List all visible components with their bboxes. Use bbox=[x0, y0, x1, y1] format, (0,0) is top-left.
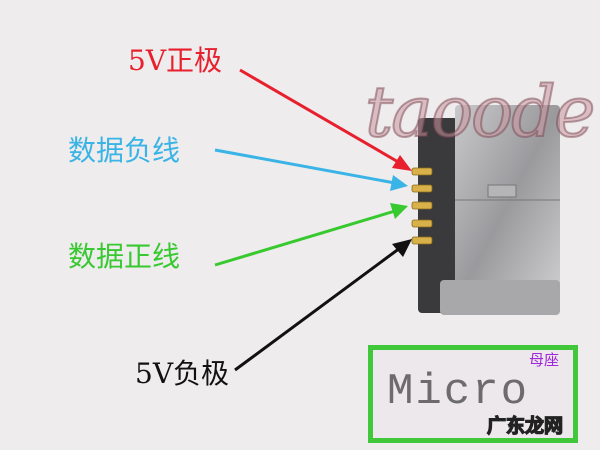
label-5v-negative: 5V负极 bbox=[135, 357, 230, 390]
label-5v-positive: 5V正极 bbox=[128, 44, 223, 77]
micro-title: Micro bbox=[387, 367, 530, 417]
label-data-positive: 数据正线 bbox=[68, 240, 181, 273]
watermark: taoode bbox=[364, 71, 596, 153]
micro-usb-connector bbox=[411, 105, 560, 315]
arrow-5v-positive bbox=[239, 68, 412, 171]
arrow-data-negative bbox=[214, 148, 408, 191]
female-socket-label: 母座 bbox=[528, 351, 559, 369]
site-watermark: 广东龙网 bbox=[486, 414, 563, 437]
arrow-data-positive bbox=[214, 203, 408, 267]
micro-label-box: 母座 Micro 广东龙网 bbox=[368, 345, 578, 443]
arrow-5v-negative bbox=[234, 239, 412, 372]
label-data-negative: 数据负线 bbox=[68, 134, 181, 167]
